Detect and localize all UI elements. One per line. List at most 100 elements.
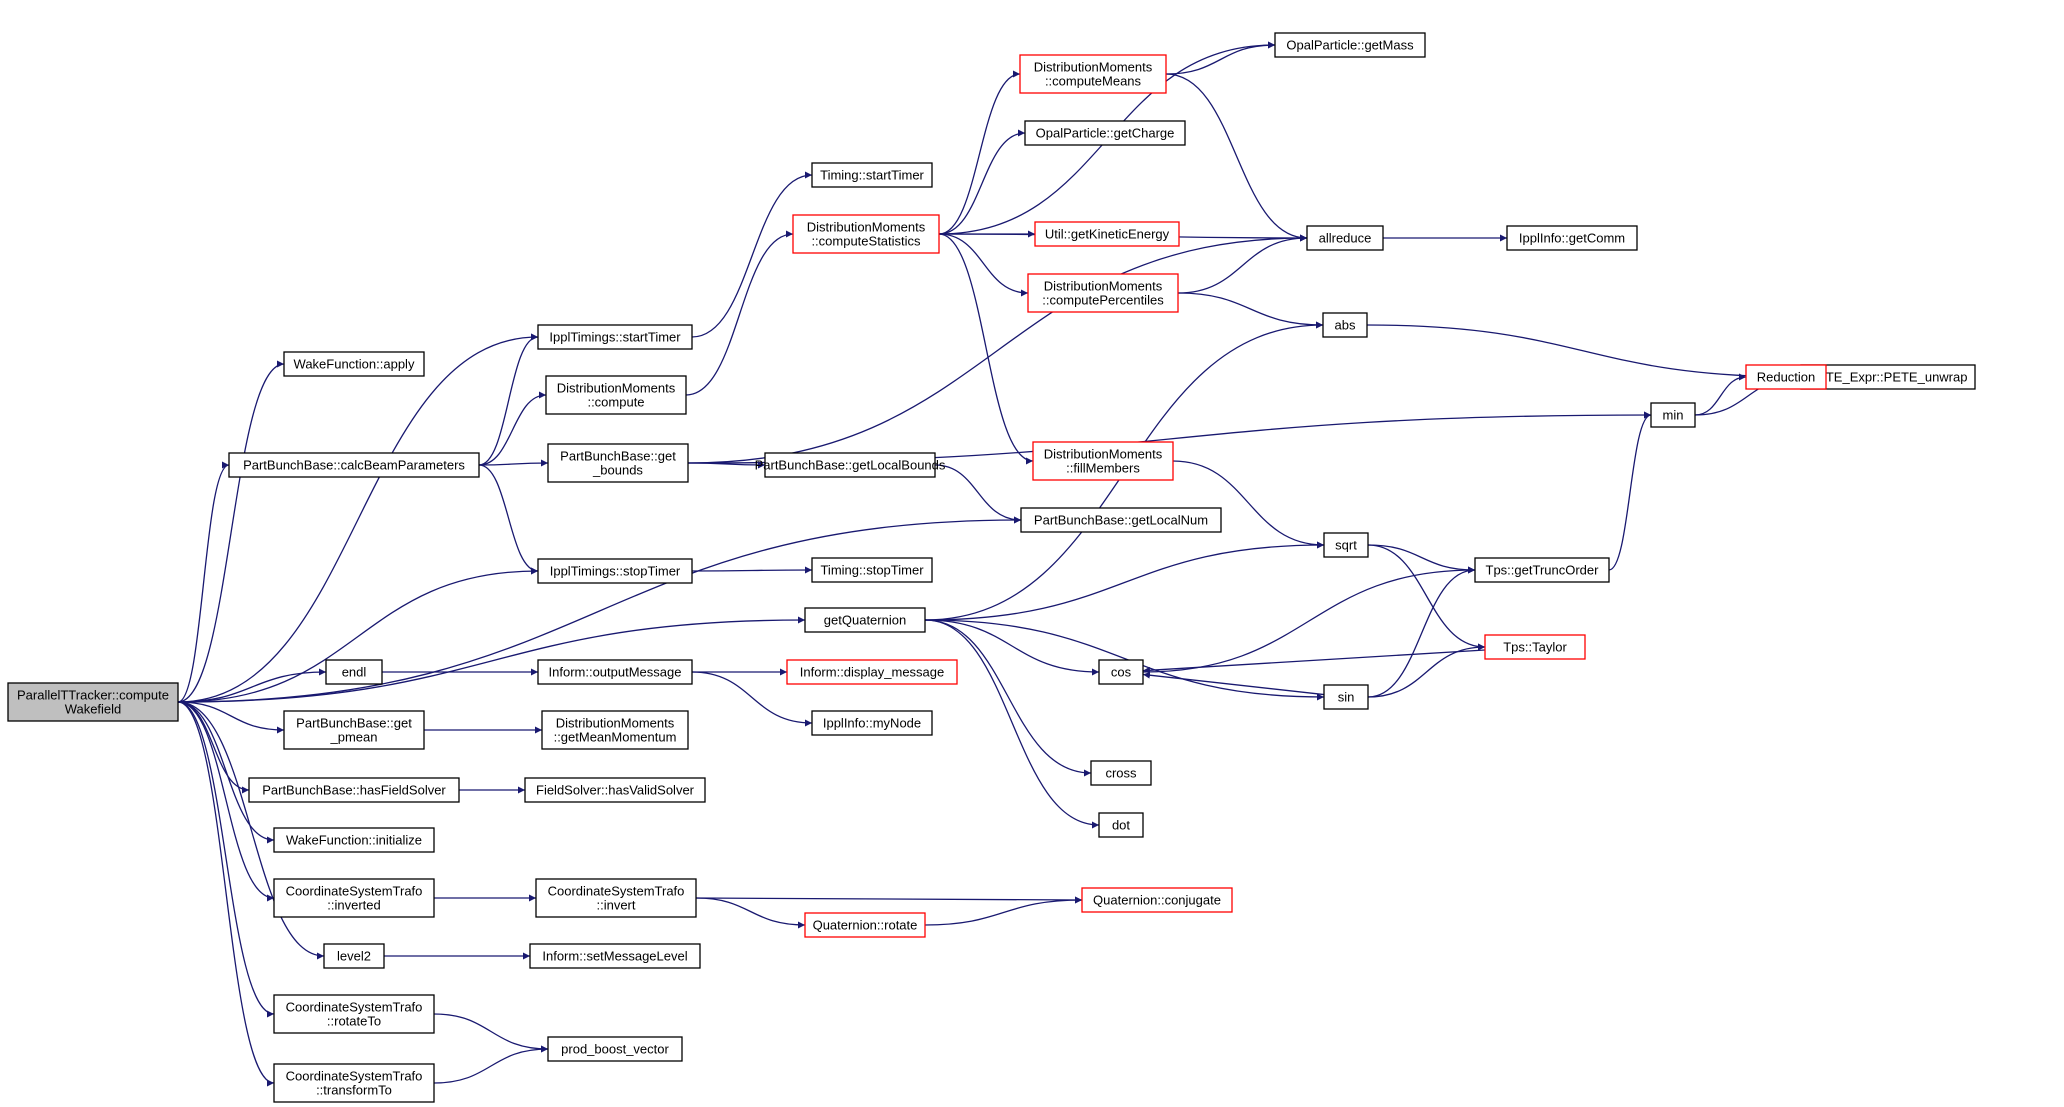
node-wf-init[interactable]: WakeFunction::initialize — [273, 827, 435, 853]
edge-pbb-calc-to-dm-compute — [478, 391, 547, 466]
node-cross[interactable]: cross — [1090, 760, 1152, 786]
edge-path — [1177, 234, 1308, 294]
edge-abs-to-pete — [1366, 324, 1802, 381]
node-tps-trunc[interactable]: Tps::getTruncOrder — [1474, 557, 1610, 583]
edge-pbb-getlocalbounds-to-pbb-getlocalnum — [934, 464, 1022, 524]
node-box — [1506, 225, 1638, 251]
node-label: PartBunchBase::calcBeamParameters — [243, 458, 465, 473]
node-dot[interactable]: dot — [1098, 812, 1144, 838]
edge-root-to-cst-inverted — [177, 701, 275, 902]
node-level2[interactable]: level2 — [323, 943, 385, 969]
node-box — [537, 324, 693, 350]
node-pbb-pmean[interactable]: PartBunchBase::get_pmean — [283, 710, 425, 750]
node-label: Quaternion::conjugate — [1093, 893, 1221, 908]
node-label: PartBunchBase::hasFieldSolver — [262, 783, 446, 798]
node-util-ke[interactable]: Util::getKineticEnergy — [1034, 221, 1180, 247]
edge-pbb-calc-to-ippl-stop — [478, 464, 539, 575]
edge-path — [1694, 373, 1747, 416]
node-label: OpalParticle::getMass — [1286, 38, 1414, 53]
node-sqrt[interactable]: sqrt — [1323, 532, 1369, 558]
node-ippl-stop[interactable]: IpplTimings::stopTimer — [537, 558, 693, 584]
node-label: Inform::display_message — [800, 665, 945, 680]
node-min[interactable]: min — [1650, 402, 1696, 428]
node-inform-disp[interactable]: Inform::display_message — [786, 659, 958, 685]
edge-path — [938, 70, 1021, 235]
edge-cst-rotateto-to-prod-boost — [433, 1013, 549, 1053]
node-box — [273, 1063, 435, 1103]
edge-root-to-pbb-calc — [177, 461, 230, 703]
edge-path — [177, 701, 285, 734]
node-prod-boost[interactable]: prod_boost_vector — [547, 1036, 683, 1062]
node-inform-setlevel[interactable]: Inform::setMessageLevel — [529, 943, 701, 969]
node-wf-apply[interactable]: WakeFunction::apply — [283, 351, 425, 377]
node-timing-start[interactable]: Timing::startTimer — [811, 162, 933, 188]
node-cos[interactable]: cos — [1098, 659, 1144, 685]
edge-path — [1172, 460, 1325, 549]
node-pete[interactable]: PETE_Expr::PETE_unwrap — [1800, 364, 1976, 390]
edge-path — [938, 129, 1026, 235]
edge-dm-means-to-allreduce — [1165, 73, 1308, 242]
node-pbb-hasfs[interactable]: PartBunchBase::hasFieldSolver — [248, 777, 460, 803]
node-timing-stop[interactable]: Timing::stopTimer — [811, 557, 933, 583]
edge-getq-to-cos — [924, 619, 1100, 676]
node-dm-pct[interactable]: DistributionMoments::computePercentiles — [1027, 273, 1179, 313]
node-ipplinfo-mynode[interactable]: IpplInfo::myNode — [811, 710, 933, 736]
node-inform-out[interactable]: Inform::outputMessage — [537, 659, 693, 685]
node-op-charge[interactable]: OpalParticle::getCharge — [1024, 120, 1186, 146]
node-dm-stats[interactable]: DistributionMoments::computeStatistics — [792, 214, 940, 254]
node-quat-conj[interactable]: Quaternion::conjugate — [1081, 887, 1233, 913]
node-label: ::computeStatistics — [811, 234, 921, 249]
node-dm-meanmom[interactable]: DistributionMoments::getMeanMomentum — [541, 710, 689, 750]
node-op-mass[interactable]: OpalParticle::getMass — [1274, 32, 1426, 58]
node-label: ::getMeanMomentum — [554, 730, 677, 745]
node-tps-taylor[interactable]: Tps::Taylor — [1484, 634, 1586, 660]
edge-path — [924, 619, 1100, 676]
node-label: PETE_Expr::PETE_unwrap — [1809, 370, 1968, 385]
node-fs-valid[interactable]: FieldSolver::hasValidSolver — [524, 777, 706, 803]
node-box — [537, 558, 693, 584]
edge-getq-to-cross — [924, 619, 1092, 777]
node-label: min — [1663, 408, 1684, 423]
node-box — [786, 659, 958, 685]
node-label: ParallelTTracker::compute — [17, 688, 169, 703]
edge-root-to-pbb-getlocalnum — [177, 516, 1022, 703]
edge-getq-to-dot — [924, 619, 1100, 829]
node-label: ::computePercentiles — [1042, 293, 1164, 308]
edge-path — [691, 671, 813, 727]
edge-path — [687, 461, 766, 469]
node-dm-compute[interactable]: DistributionMoments::compute — [545, 375, 687, 415]
node-cst-invert[interactable]: CoordinateSystemTrafo::invert — [535, 878, 697, 918]
node-endl[interactable]: endl — [325, 659, 383, 685]
node-ippl-start[interactable]: IpplTimings::startTimer — [537, 324, 693, 350]
node-reduction[interactable]: Reduction — [1745, 364, 1827, 390]
node-cst-rotateto[interactable]: CoordinateSystemTrafo::rotateTo — [273, 994, 435, 1034]
node-pbb-getbounds[interactable]: PartBunchBase::get_bounds — [547, 443, 689, 483]
edge-inform-out-to-ipplinfo-mynode — [691, 671, 813, 727]
node-box — [7, 682, 179, 722]
node-label: Inform::setMessageLevel — [542, 949, 687, 964]
node-cst-inverted[interactable]: CoordinateSystemTrafo::inverted — [273, 878, 435, 918]
node-pbb-getlocalbounds[interactable]: PartBunchBase::getLocalBounds — [755, 452, 946, 478]
node-quat-rotate[interactable]: Quaternion::rotate — [804, 912, 926, 938]
node-label: IpplTimings::stopTimer — [550, 564, 681, 579]
node-getq[interactable]: getQuaternion — [804, 607, 926, 633]
node-pbb-calc[interactable]: PartBunchBase::calcBeamParameters — [228, 452, 480, 478]
node-box — [1098, 812, 1144, 838]
node-dm-fill[interactable]: DistributionMoments::fillMembers — [1032, 441, 1174, 481]
edge-path — [177, 701, 275, 902]
node-box — [547, 443, 689, 483]
edge-tps-trunc-to-min — [1608, 411, 1652, 571]
node-box — [1034, 221, 1180, 247]
node-ipplinfo-comm[interactable]: IpplInfo::getComm — [1506, 225, 1638, 251]
node-label: Wakefield — [65, 702, 122, 717]
node-sin[interactable]: sin — [1323, 684, 1369, 710]
node-label: OpalParticle::getCharge — [1036, 126, 1175, 141]
node-allreduce[interactable]: allreduce — [1306, 225, 1384, 251]
node-pbb-getlocalnum[interactable]: PartBunchBase::getLocalNum — [1020, 507, 1222, 533]
node-cst-transformto[interactable]: CoordinateSystemTrafo::transformTo — [273, 1063, 435, 1103]
node-box — [1020, 507, 1222, 533]
node-dm-means[interactable]: DistributionMoments::computeMeans — [1019, 54, 1167, 94]
edge-path — [938, 233, 1029, 297]
node-abs[interactable]: abs — [1322, 312, 1368, 338]
